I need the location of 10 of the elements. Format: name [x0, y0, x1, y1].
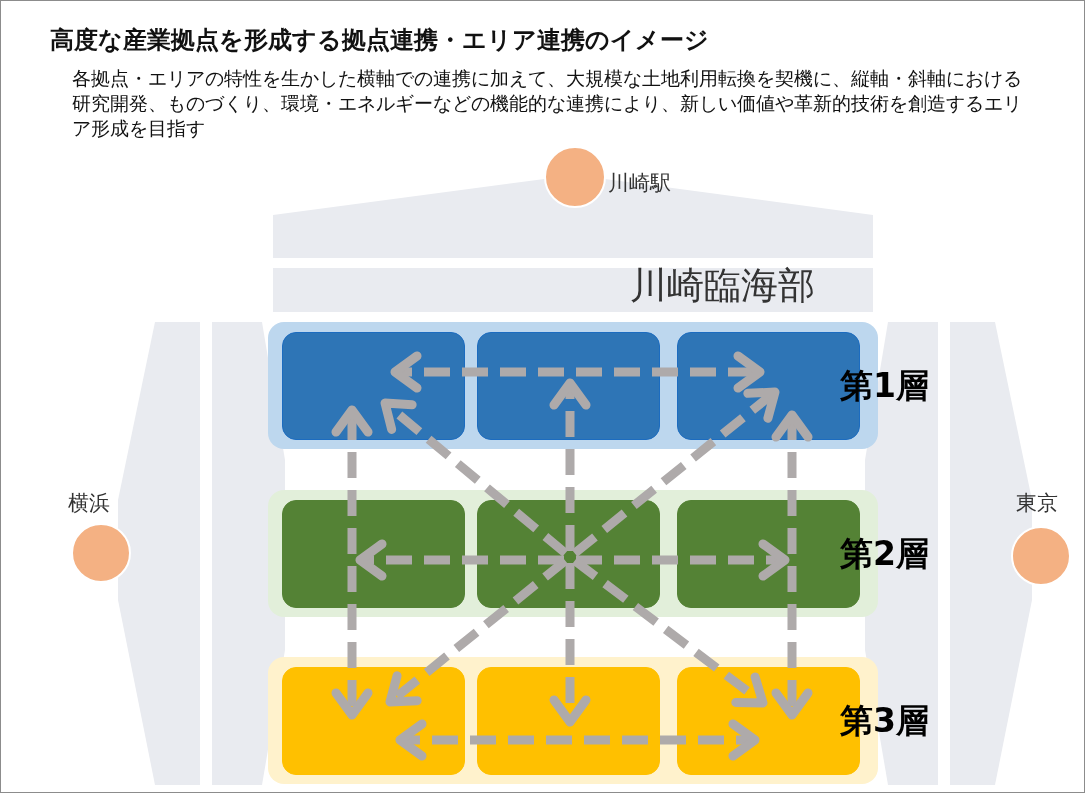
place-label: 東京 — [1016, 492, 1058, 516]
title: 高度な産業拠点を形成する拠点連携・エリア連携のイメージ — [50, 25, 709, 56]
description: 各拠点・エリアの特性を生かした横軸での連携に加えて、大規模な土地利用転換を契機に、縦軸・斜軸における研究開発、ものづくり、環境・エネルギーなどの機能的な連携により、新しい価値や革新的技術を創造するエリア形成を目指す — [72, 67, 1023, 141]
area-label: 川崎臨海部 — [630, 266, 815, 307]
cluster-box — [282, 500, 465, 608]
place-label: 横浜 — [68, 492, 110, 516]
layer-band — [268, 322, 878, 449]
place-label: 川崎駅 — [608, 172, 671, 196]
cluster-box — [477, 332, 660, 440]
cluster-box — [477, 667, 660, 775]
